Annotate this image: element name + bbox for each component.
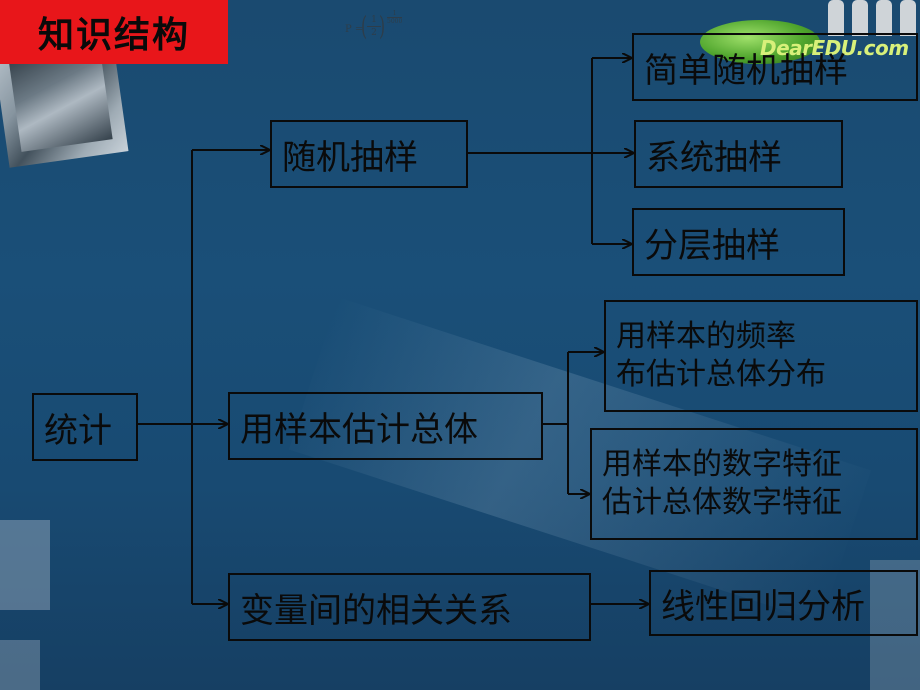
node-simple-random-sampling: 简单随机抽样 <box>632 33 918 101</box>
node-frequency-distribution-estimate: 用样本的频率 布估计总体分布 <box>604 300 918 412</box>
formula-lhs: P = <box>345 24 364 35</box>
node-random-sampling: 随机抽样 <box>270 120 468 188</box>
node-variable-correlation: 变量间的相关关系 <box>228 573 591 641</box>
formula-exponent: 1 5000 <box>387 10 403 25</box>
logo-text: DearEDU.com <box>760 36 909 60</box>
site-logo: DearEDU.com <box>700 20 909 80</box>
node-linear-regression: 线性回归分析 <box>649 570 918 636</box>
logo-oval <box>700 20 820 64</box>
node-stratified-sampling: 分层抽样 <box>632 208 845 276</box>
background-paper-left-lower <box>0 640 40 690</box>
page-title: 知识结构 <box>37 15 190 56</box>
node-numeric-feature-estimate: 用样本的数字特征 估计总体数字特征 <box>590 428 918 540</box>
node-sample-estimates-population: 用样本估计总体 <box>228 392 543 460</box>
probability-formula: P = ( 1 2 ) 1 5000 <box>345 10 403 42</box>
formula-fraction: 1 2 <box>367 14 381 39</box>
node-root-statistics: 统计 <box>32 393 138 461</box>
decorative-posts <box>828 0 920 36</box>
background-paper-left <box>0 520 50 610</box>
node-systematic-sampling: 系统抽样 <box>634 120 843 188</box>
title-banner: 知识结构 <box>0 0 228 64</box>
background-paper-right <box>870 560 920 690</box>
